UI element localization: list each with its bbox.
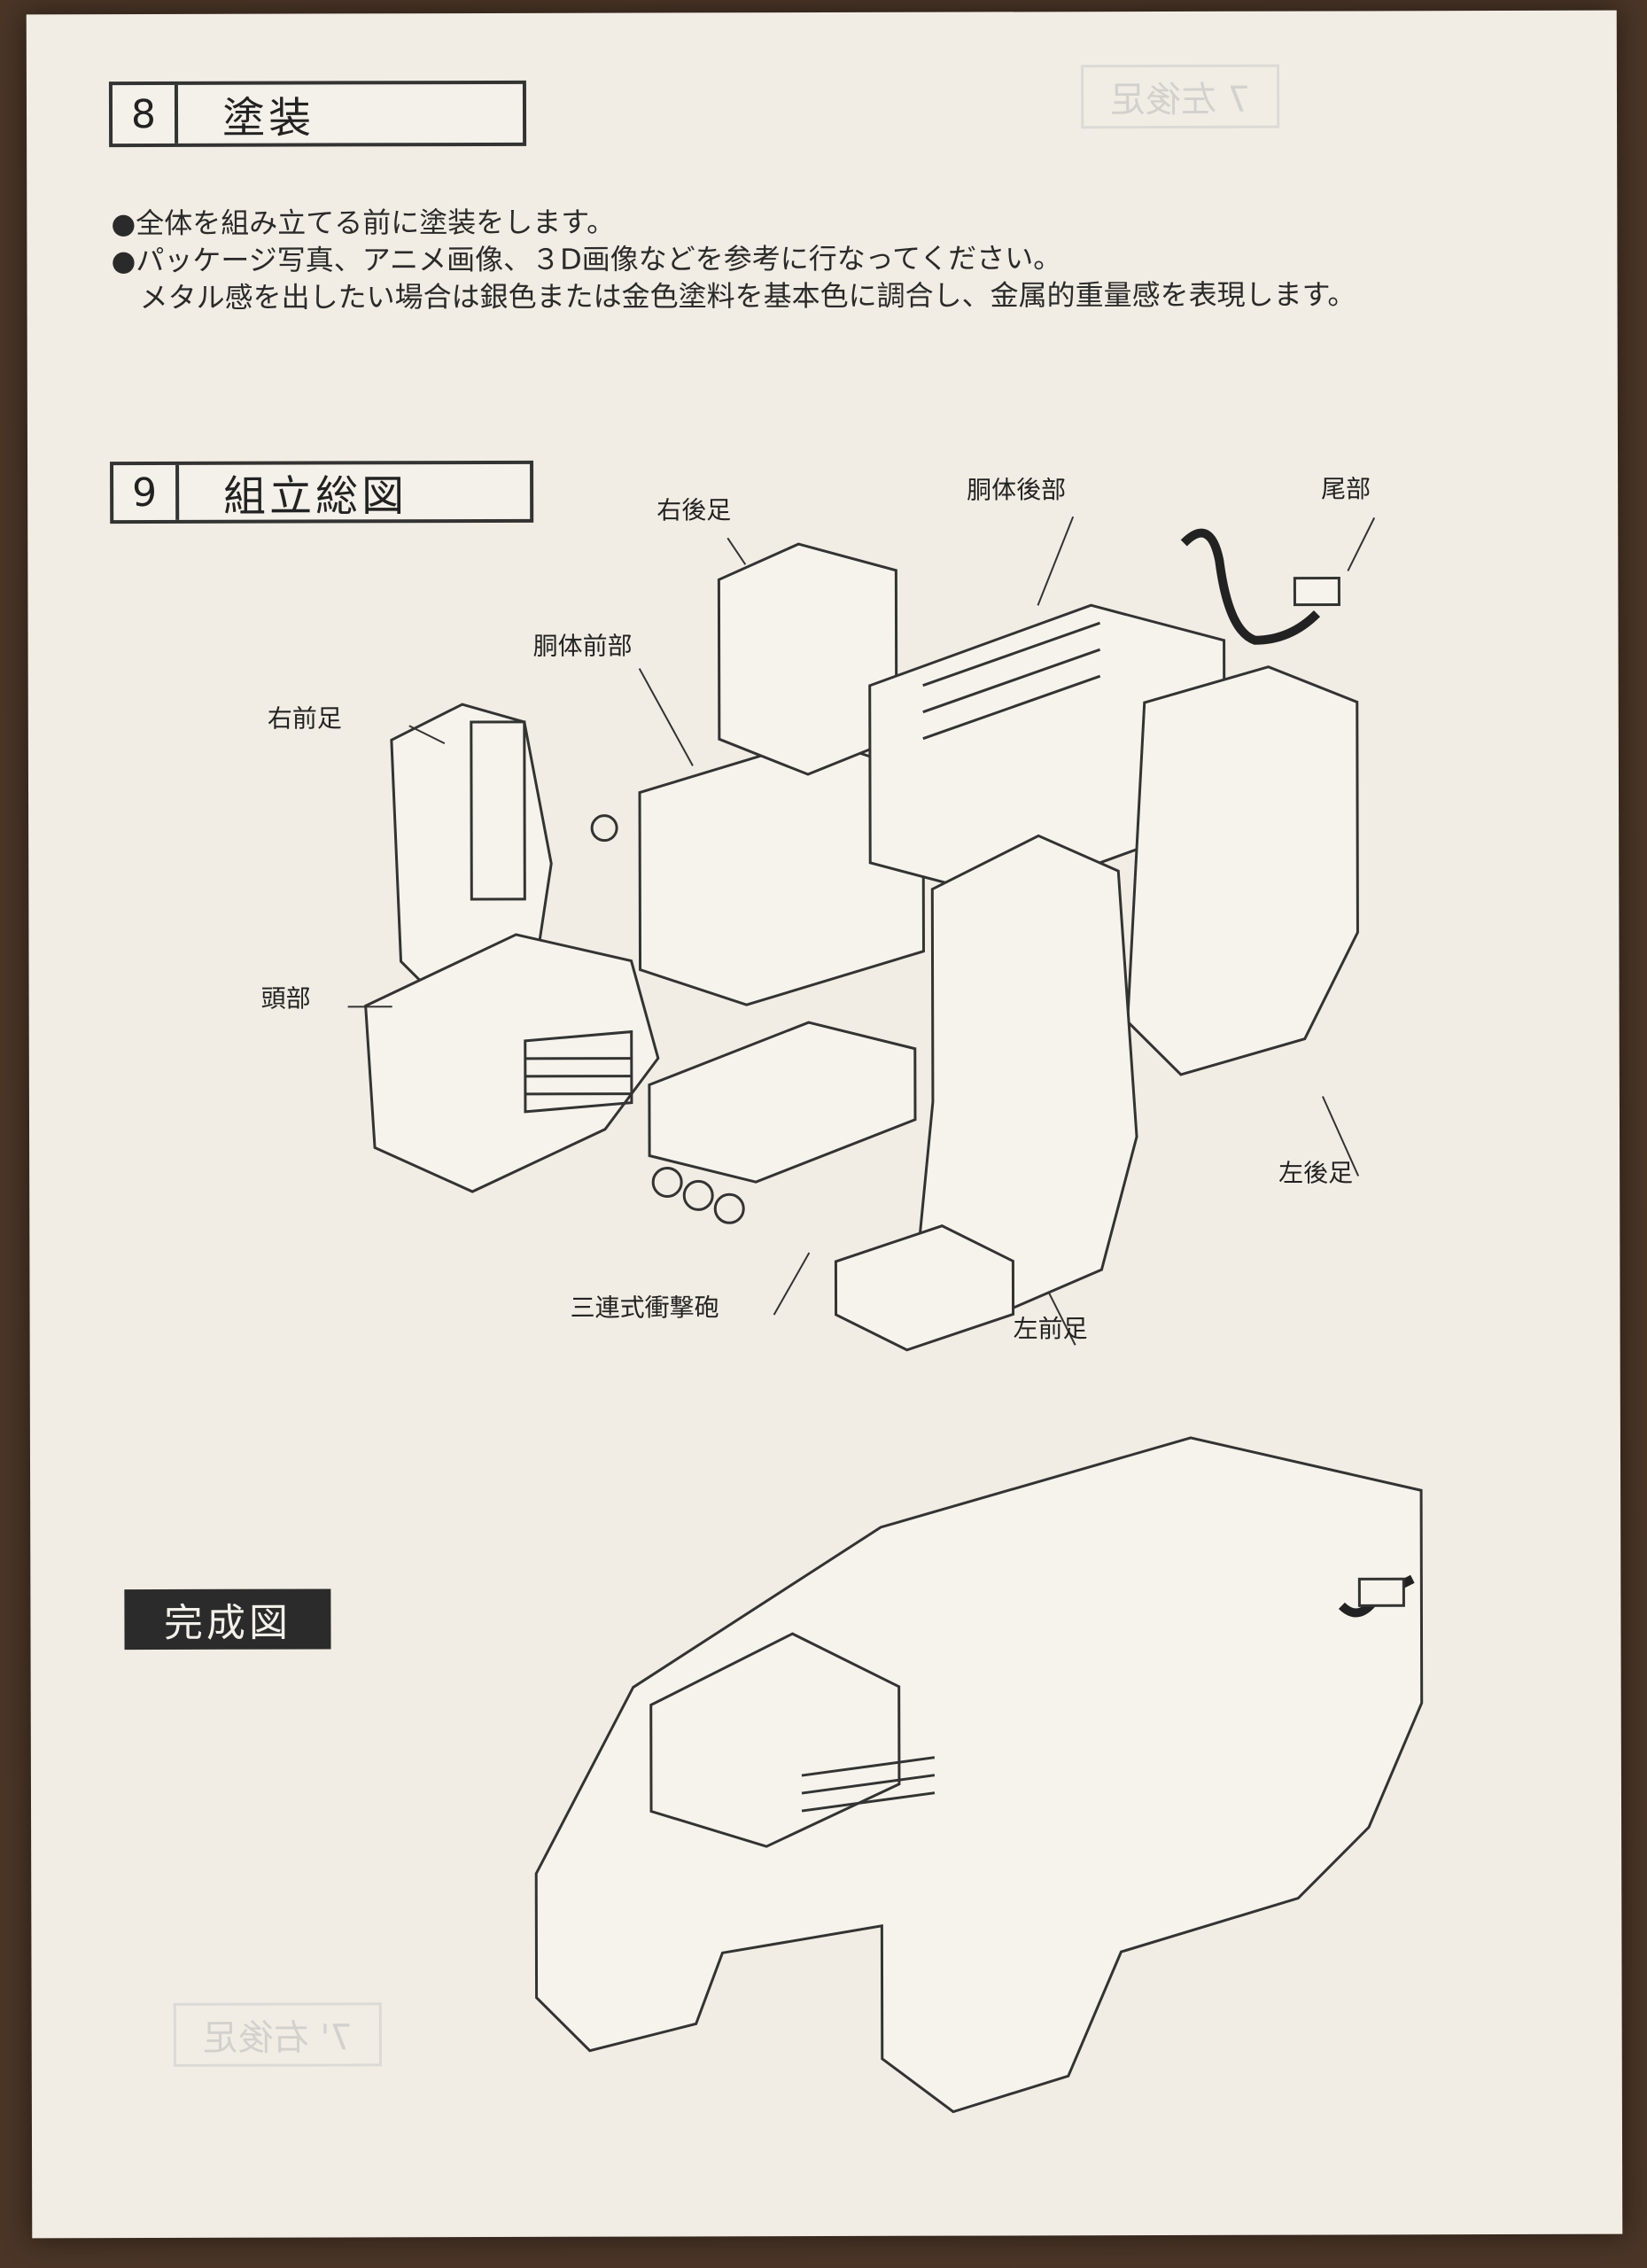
instruction-page: 7 左後足 7' 右後足 8 塗装 ●全体を組み立てる前に塗装をします。 ●パッ… <box>26 10 1623 2239</box>
label-tail: 尾部 <box>1321 474 1371 504</box>
label-front-body: 胴体前部 <box>532 631 633 661</box>
label-left-front-leg: 左前足 <box>1013 1314 1088 1344</box>
label-triple-cannon: 三連式衝撃砲 <box>570 1293 719 1323</box>
label-left-hind-leg: 左後足 <box>1278 1158 1354 1188</box>
label-head: 頭部 <box>260 983 311 1014</box>
assembly-diagram <box>347 516 1424 2114</box>
completed-diagram-label: 完成図 <box>124 1588 331 1651</box>
exploded-view-illustration <box>347 516 1376 1352</box>
label-right-front-leg: 右前足 <box>267 703 342 734</box>
completed-model-illustration <box>534 1436 1424 2114</box>
label-right-hind-leg: 右後足 <box>656 495 732 525</box>
label-rear-body: 胴体後部 <box>967 475 1067 505</box>
